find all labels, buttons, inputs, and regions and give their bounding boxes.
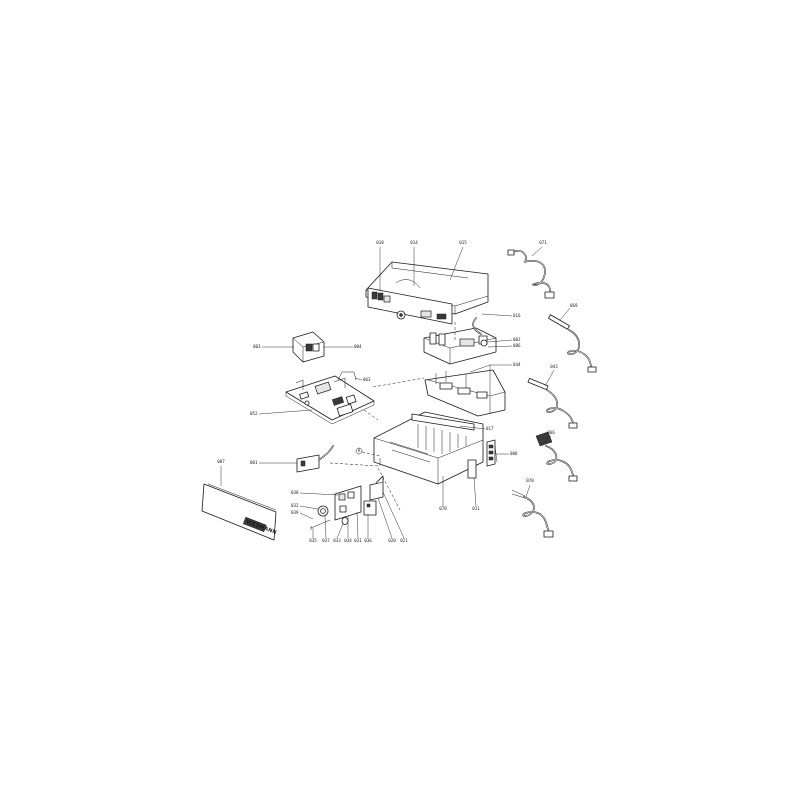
callout-label-c052: 052 <box>250 411 258 416</box>
callout-label-c003: 003 <box>253 344 261 349</box>
callout-label-c043: 043 <box>550 364 558 369</box>
callout-label-c017: 017 <box>486 426 494 431</box>
callout-label-c034: 034 <box>344 538 352 543</box>
knob-part <box>310 505 349 530</box>
callout-label-c031: 031 <box>354 538 362 543</box>
callout-label-c078: 078 <box>439 506 447 511</box>
callout-label-c014: 014 <box>410 240 418 245</box>
sensor-069-part <box>548 314 597 373</box>
upper-frame-part <box>424 369 506 417</box>
circuit-board-part <box>285 375 375 425</box>
callout-label-c002: 002 <box>513 337 521 342</box>
switch-panel-part <box>334 485 362 521</box>
cable-063-part <box>337 371 357 381</box>
callout-label-c037: 037 <box>322 538 330 543</box>
callout-label-c035: 035 <box>309 538 317 543</box>
callout-label-c069: 069 <box>570 303 578 308</box>
callout-label-c007: 007 <box>217 459 225 464</box>
callout-label-c021: 021 <box>400 538 408 543</box>
callout-label-c016: 016 <box>513 313 521 318</box>
terminal-strip-part <box>486 439 496 467</box>
callout-label-c011: 011 <box>472 506 480 511</box>
callout-label-c015: 015 <box>459 240 467 245</box>
leader-lines <box>220 246 571 539</box>
front-cover-part <box>201 483 277 541</box>
callout-label-c_a: A <box>358 448 361 453</box>
callout-label-c018: 018 <box>376 240 384 245</box>
callout-label-c001: 001 <box>250 460 258 465</box>
relay-bracket-part <box>292 331 325 363</box>
callout-label-c039: 039 <box>291 510 299 515</box>
callout-label-c070: 070 <box>526 478 534 483</box>
callout-label-c071: 071 <box>539 240 547 245</box>
callout-label-c020: 020 <box>388 538 396 543</box>
sensor-066-part <box>535 431 578 482</box>
front-bezel-part <box>367 287 453 325</box>
callout-label-c038: 038 <box>291 490 299 495</box>
callout-label-c044: 044 <box>513 362 521 367</box>
callout-label-c006: 006 <box>513 343 521 348</box>
cable-071-part <box>507 249 555 299</box>
callout-label-c063: 063 <box>363 377 371 382</box>
callout-label-c004: 004 <box>354 344 362 349</box>
sensor-043-part <box>527 377 578 429</box>
plug-plate-part <box>296 445 334 473</box>
callout-label-c036: 036 <box>364 538 372 543</box>
connector-block-part <box>363 475 384 516</box>
callout-label-c066: 066 <box>547 430 555 435</box>
reference-circle-a <box>355 447 363 455</box>
insert-frame-part <box>423 317 497 365</box>
cable-070-part <box>511 489 554 538</box>
chassis-base-part <box>373 411 484 485</box>
callout-label-c033: 033 <box>333 538 341 543</box>
callout-label-c032: 032 <box>291 503 299 508</box>
assembly-lines <box>329 322 456 511</box>
callout-label-c008: 008 <box>510 451 518 456</box>
